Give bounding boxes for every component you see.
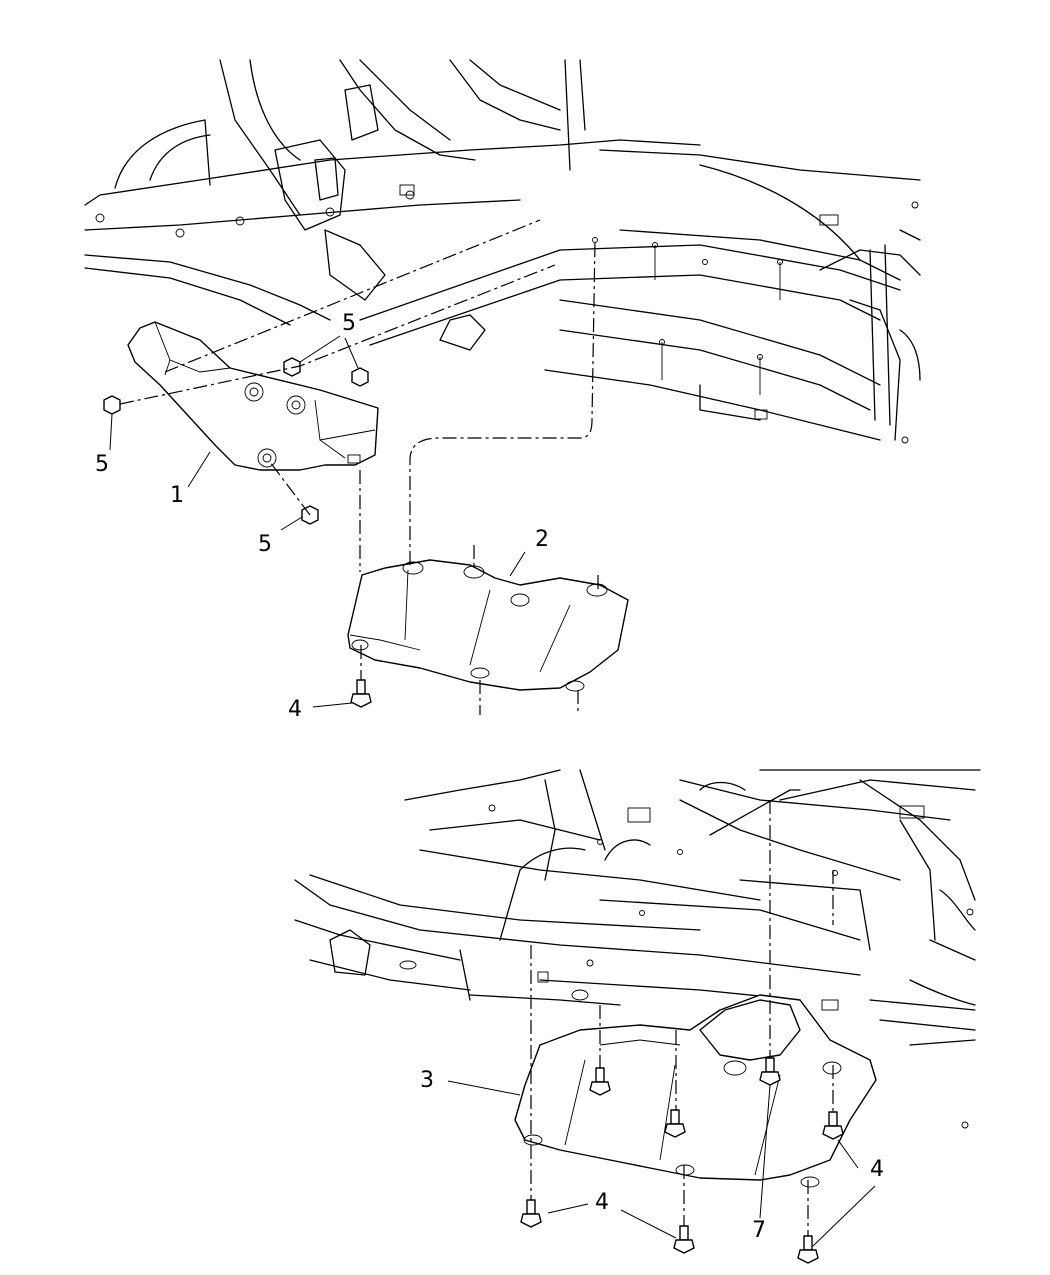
- upper-assembly-lines: [119, 219, 599, 715]
- callout-5-bottom: 5: [258, 532, 272, 557]
- part-2-heat-shield: [347, 559, 629, 692]
- part-4-bolts-lower: [520, 1057, 844, 1264]
- part-1-heat-shield: [127, 321, 379, 471]
- callout-7: 7: [752, 1218, 766, 1243]
- callout-labels: 1 2 3 4 4 4 4 5 5 5 7: [95, 311, 884, 1243]
- part-3-heat-shield: [514, 994, 877, 1188]
- callout-4-lower-left: 4: [595, 1190, 609, 1215]
- callout-5-top: 5: [342, 311, 356, 336]
- lower-assembly-lines: [530, 800, 834, 1236]
- callout-4-upper: 4: [288, 697, 302, 722]
- part-4-bolt-upper: [350, 679, 372, 708]
- callout-5-left: 5: [95, 452, 109, 477]
- callout-2: 2: [535, 527, 549, 552]
- callout-1: 1: [170, 483, 184, 508]
- leader-lines: [109, 335, 876, 1247]
- lower-underbody-frame: [294, 769, 981, 1129]
- callout-4-lower-right-top: 4: [870, 1157, 884, 1182]
- upper-underbody-frame: [84, 59, 921, 444]
- callout-3: 3: [420, 1068, 434, 1093]
